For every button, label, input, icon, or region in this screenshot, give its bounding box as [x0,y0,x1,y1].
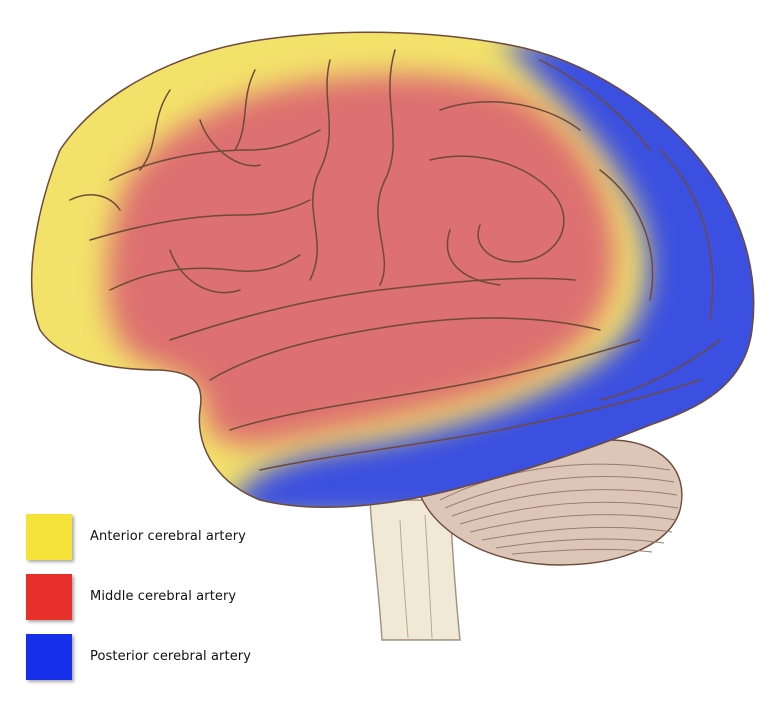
legend-item-middle: Middle cerebral artery [26,574,326,624]
legend-item-posterior: Posterior cerebral artery [26,634,326,684]
legend-swatch-middle [26,574,72,620]
legend-label-posterior: Posterior cerebral artery [90,649,252,664]
legend-item-anterior: Anterior cerebral artery [26,514,326,564]
middle-territory [106,74,616,446]
legend-swatch-posterior [26,634,72,680]
legend-swatch-anterior [26,514,72,560]
legend-label-anterior: Anterior cerebral artery [90,529,246,544]
legend-label-middle: Middle cerebral artery [90,589,237,604]
posterior-territory [230,40,754,508]
